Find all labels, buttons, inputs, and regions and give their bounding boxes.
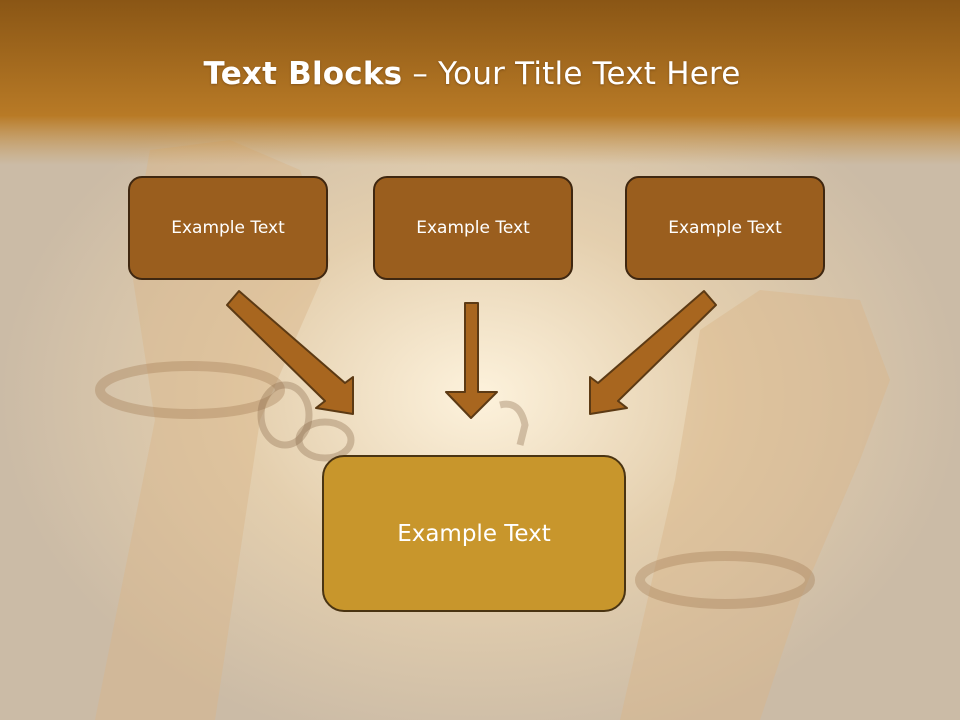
title-bold: Text Blocks (203, 56, 403, 92)
text-block-3-label: Example Text (668, 218, 782, 238)
text-block-3[interactable]: Example Text (625, 176, 825, 280)
target-text-block[interactable]: Example Text (322, 455, 626, 612)
slide-title: Text Blocks – Your Title Text Here (0, 56, 944, 92)
text-block-1-label: Example Text (171, 218, 285, 238)
text-block-2[interactable]: Example Text (373, 176, 573, 280)
target-text-block-label: Example Text (397, 520, 551, 547)
text-block-2-label: Example Text (416, 218, 530, 238)
text-block-1[interactable]: Example Text (128, 176, 328, 280)
arrow-center (445, 302, 498, 419)
title-rest: – Your Title Text Here (402, 56, 741, 92)
arrow-right (589, 290, 717, 415)
arrow-left (226, 290, 354, 415)
